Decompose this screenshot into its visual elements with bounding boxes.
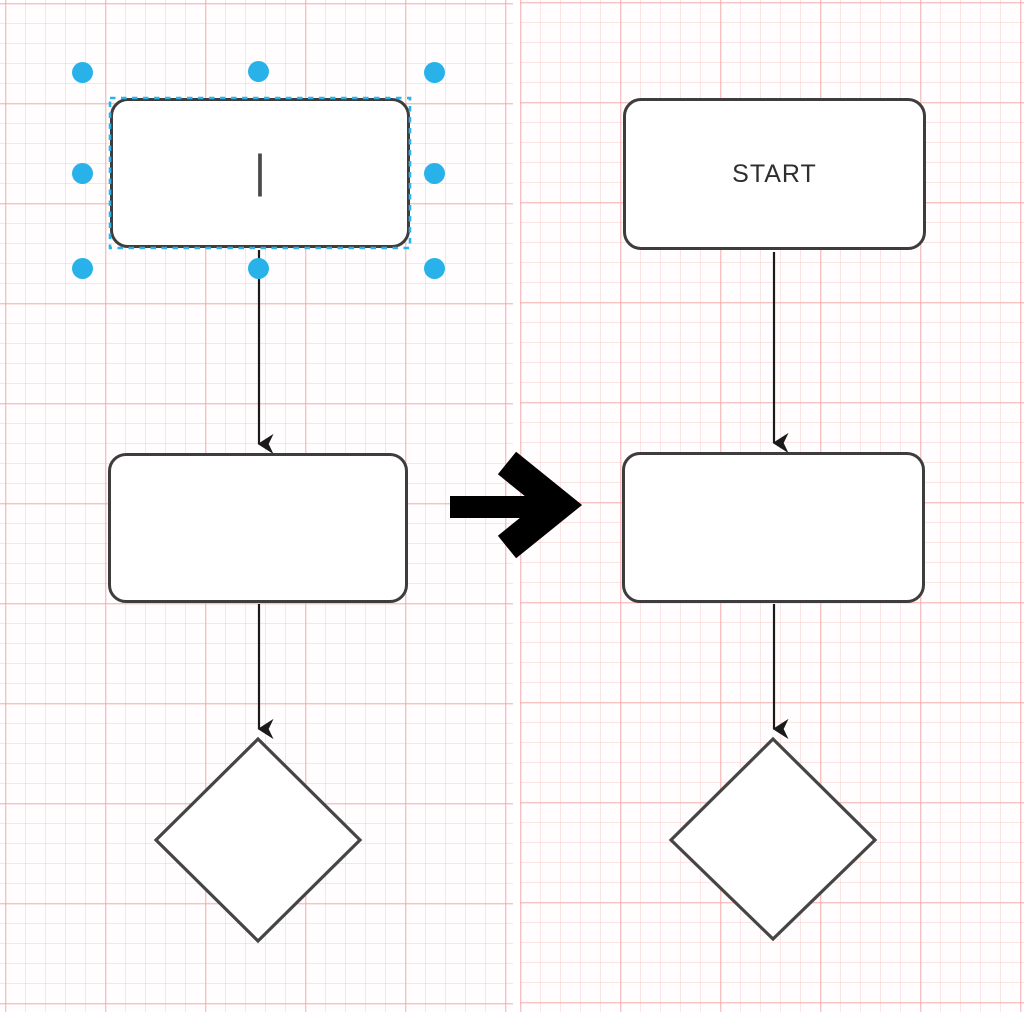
before-start-node[interactable]: | bbox=[110, 98, 410, 248]
selection-handle-bottom-right[interactable] bbox=[424, 258, 445, 279]
start-node-label: START bbox=[732, 159, 817, 188]
after-process-node[interactable] bbox=[622, 452, 925, 603]
selection-handle-bottom-left[interactable] bbox=[72, 258, 93, 279]
selection-handle-top-left[interactable] bbox=[72, 62, 93, 83]
before-process-node[interactable] bbox=[108, 453, 408, 603]
selection-handle-bottom-center[interactable] bbox=[248, 258, 269, 279]
after-start-node[interactable]: START bbox=[623, 98, 926, 250]
text-caret: | bbox=[254, 145, 266, 197]
selection-handle-top-center[interactable] bbox=[248, 61, 269, 82]
selection-handle-top-right[interactable] bbox=[424, 62, 445, 83]
selection-handle-middle-right[interactable] bbox=[424, 163, 445, 184]
selection-handle-middle-left[interactable] bbox=[72, 163, 93, 184]
